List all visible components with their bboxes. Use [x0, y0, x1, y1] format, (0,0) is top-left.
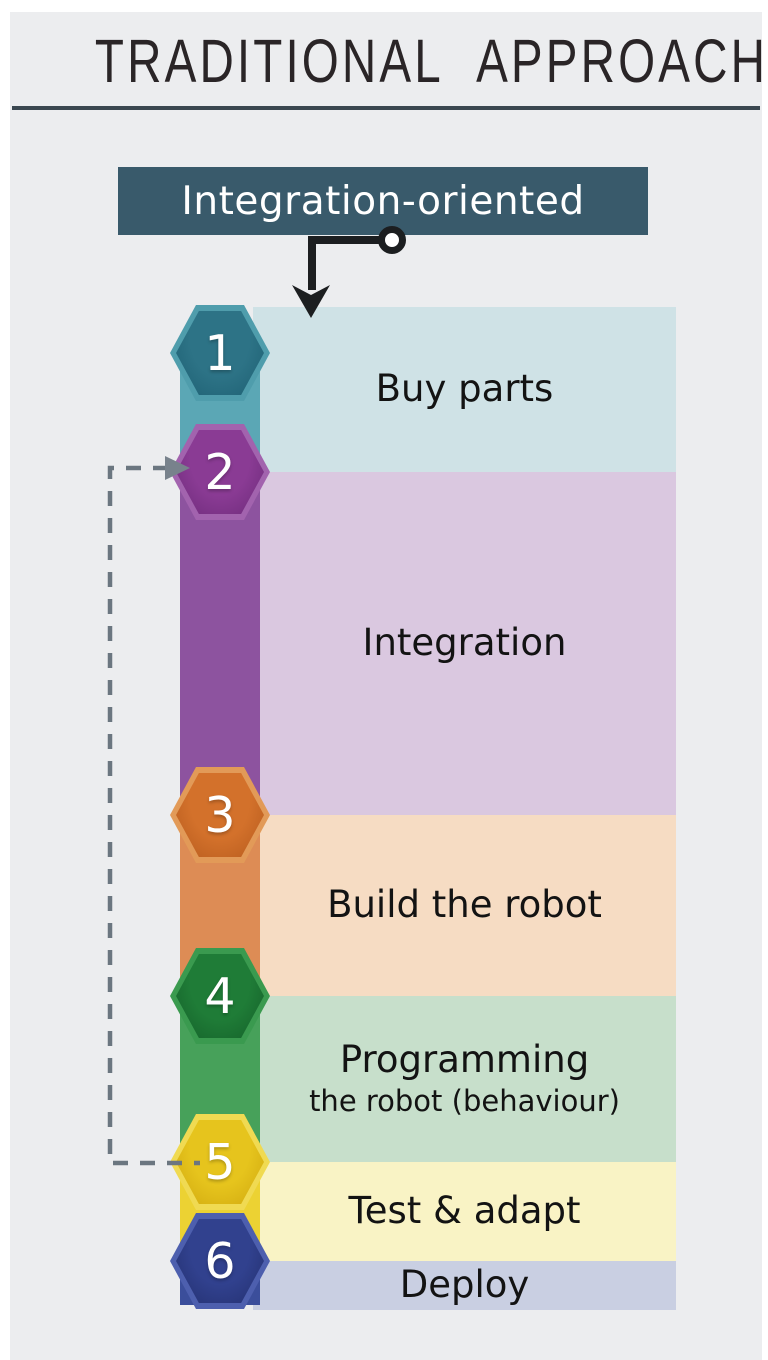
header: TRADITIONAL APPROACH — [0, 26, 768, 96]
step-label: Deploy — [399, 1263, 530, 1307]
step-label: Programming — [339, 1038, 590, 1082]
step-number: 6 — [204, 1232, 236, 1290]
banner: Integration-oriented — [118, 167, 648, 235]
step-number: 5 — [204, 1133, 236, 1191]
step-label: Test & adapt — [348, 1189, 581, 1233]
step-label: Build the robot — [327, 883, 602, 927]
step-row-buy-parts: Buy parts — [253, 307, 676, 472]
step-number: 2 — [204, 443, 236, 501]
step-number: 1 — [204, 324, 236, 382]
step-number: 3 — [204, 786, 236, 844]
page-title: TRADITIONAL APPROACH — [94, 27, 768, 95]
step-label: Integration — [362, 621, 567, 665]
step-row-integration: Integration — [253, 472, 676, 815]
step-label: Buy parts — [375, 367, 554, 411]
step-number: 4 — [204, 967, 236, 1025]
step-row-build-the-robot: Build the robot — [253, 815, 676, 996]
step-row-test-and-adapt: Test & adapt — [253, 1162, 676, 1261]
step-row-programming: Programming the robot (behaviour) — [253, 996, 676, 1162]
step-row-deploy: Deploy — [253, 1261, 676, 1310]
step-sublabel: the robot (behaviour) — [309, 1083, 620, 1118]
title-divider — [12, 106, 760, 110]
banner-label: Integration-oriented — [181, 178, 585, 224]
step-strip-2 — [180, 472, 260, 815]
